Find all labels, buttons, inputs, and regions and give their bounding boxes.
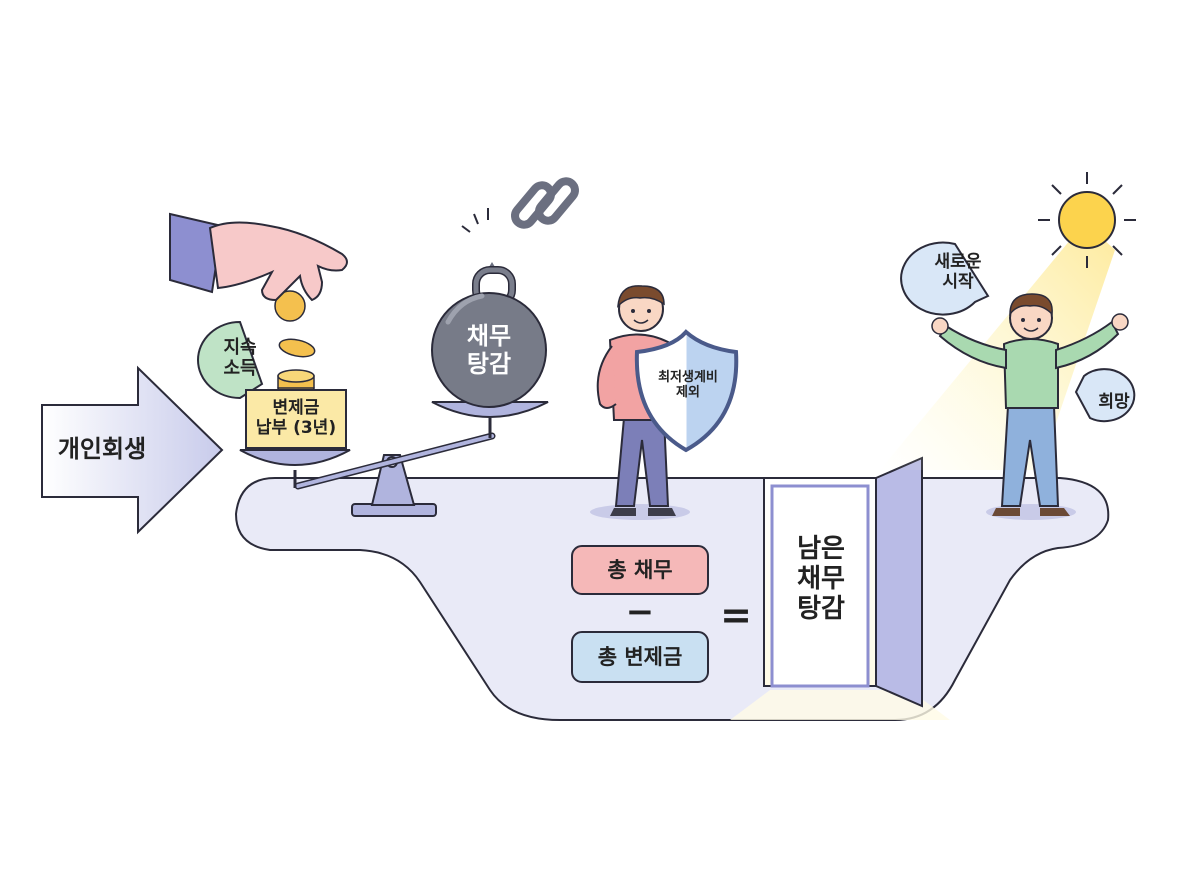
total-debt-label: 총 채무 [572,546,708,594]
weight-label: 채무 탕감 [440,318,538,384]
income-bubble-label: 지속 소득 [200,330,280,388]
broken-chain-icon [462,178,579,272]
coin-stack [275,291,316,394]
arrow-label: 개인회생 [42,420,162,480]
hand-icon [170,214,347,300]
new-start-bubble-label: 새로운 시작 [918,248,998,298]
minus-sign: − [620,594,660,632]
hope-bubble-label: 희망 [1084,388,1144,418]
total-payment-label: 총 변제금 [572,632,708,682]
equals-sign: = [716,592,756,640]
door-label: 남은 채무 탕감 [776,520,866,640]
shield-label: 최저생계비 제외 [640,366,736,406]
payment-box-label: 변제금 납부 (3년) [246,392,346,446]
